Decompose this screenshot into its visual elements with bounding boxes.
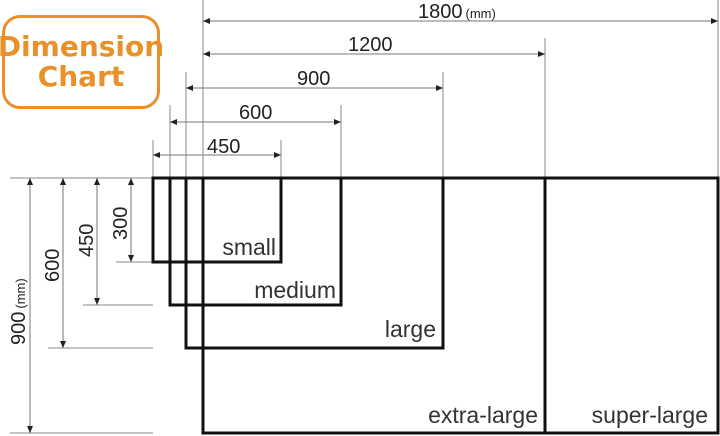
- badge-title-line1: Dimension: [0, 30, 165, 63]
- height-900-label: 900(mm): [8, 278, 30, 345]
- height-450-label: 450: [76, 224, 98, 257]
- width-1800-label: 1800(mm): [418, 1, 496, 23]
- width-450-label: 450: [207, 136, 240, 158]
- width-extension-lines: [152, 0, 719, 178]
- size-label-extra-large: extra-large: [428, 402, 538, 428]
- dimension-chart-badge: Dimension Chart: [0, 15, 164, 109]
- height-600-label: 600: [42, 249, 64, 282]
- size-label-small: small: [222, 234, 276, 260]
- height-dimension-arrows: [27, 178, 134, 433]
- small-rect: [151, 176, 283, 264]
- width-dimension-arrows: [153, 18, 718, 158]
- size-label-medium: medium: [254, 277, 336, 303]
- width-900-label: 900: [297, 68, 330, 90]
- height-300-label: 300: [110, 207, 132, 240]
- size-label-super-large: super-large: [592, 402, 708, 428]
- width-1200-label: 1200: [348, 34, 393, 56]
- height-extension-lines: [10, 177, 153, 434]
- badge-title-line2: Chart: [37, 60, 125, 93]
- super-large-rect: [543, 176, 720, 435]
- width-600-label: 600: [239, 102, 272, 124]
- size-label-large: large: [385, 316, 436, 342]
- size-rectangles: [151, 176, 720, 435]
